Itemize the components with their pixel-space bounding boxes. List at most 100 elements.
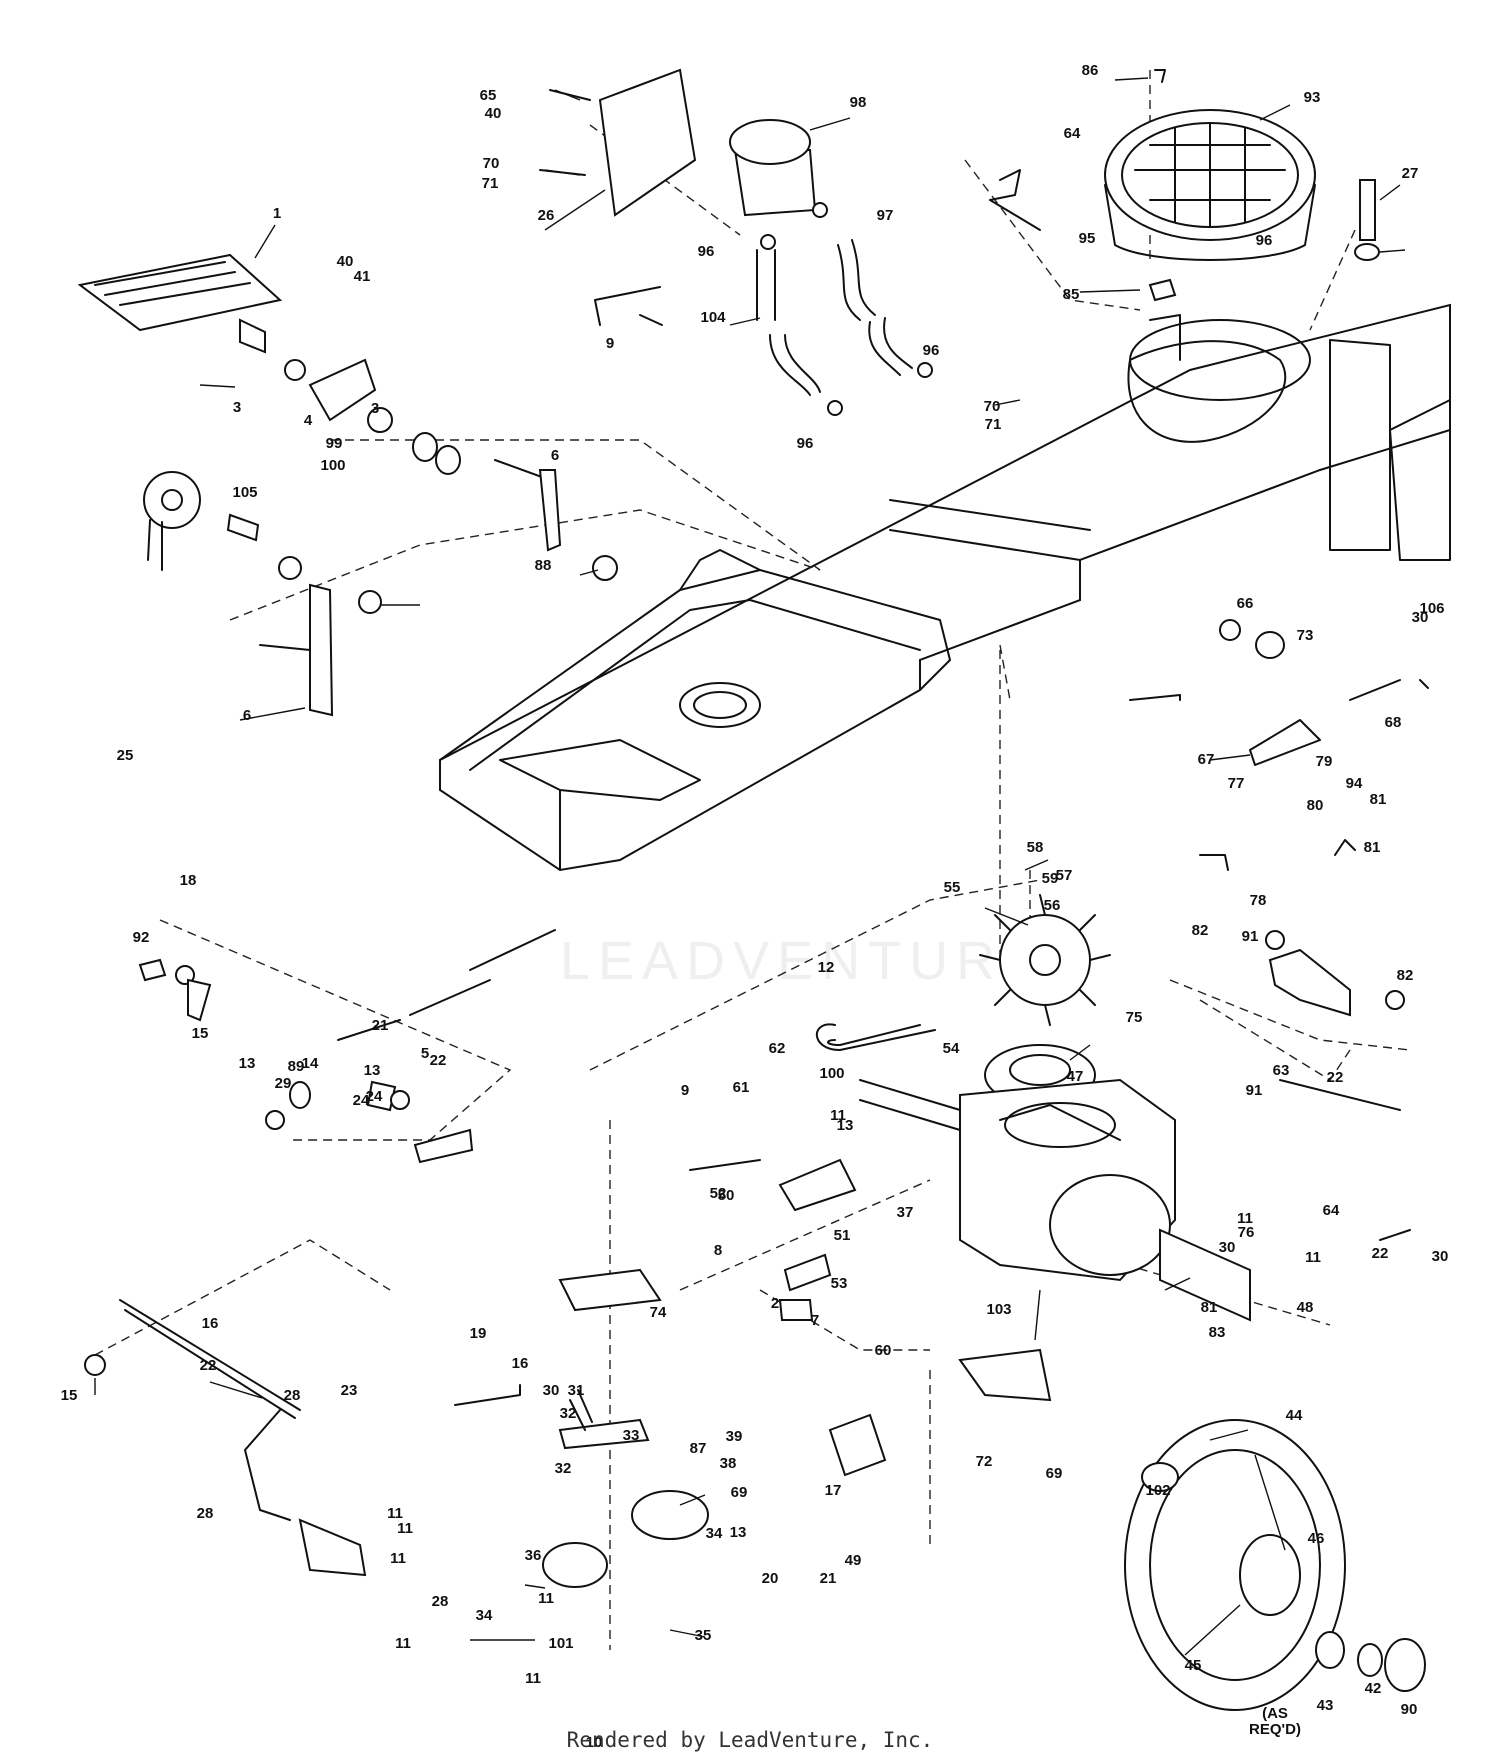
part-callout-18: 18: [180, 872, 197, 889]
part-callout-63: 63: [1273, 1062, 1290, 1079]
part-callout-24: 24: [366, 1088, 383, 1105]
part-callout-61: 61: [733, 1079, 750, 1096]
part-callout-44: 44: [1286, 1407, 1303, 1424]
part-callout-40: 40: [337, 253, 354, 270]
part-callout-59: 59: [1042, 870, 1059, 887]
part-callout-11: 11: [830, 1107, 846, 1124]
part-callout-83: 83: [1209, 1324, 1226, 1341]
part-callout-41: 41: [354, 268, 371, 285]
part-callout-11: 11: [397, 1520, 413, 1537]
part-callout-23: 23: [341, 1382, 358, 1399]
part-callout-79: 79: [1316, 753, 1333, 770]
part-callout-65: 65: [480, 87, 497, 104]
part-callout-28: 28: [197, 1505, 214, 1522]
part-callout-6: 6: [243, 707, 251, 724]
switch-106: [143, 471, 302, 580]
part-callout-26: 26: [538, 207, 555, 224]
part-callout-102: 102: [1145, 1482, 1170, 1499]
assembly-lines: [94, 70, 1411, 1650]
part-callout-92: 92: [133, 929, 150, 946]
part-callout-96: 96: [923, 342, 940, 359]
part-callout-100: 100: [320, 457, 345, 474]
control-arms: [689, 1158, 1052, 1477]
part-callout-4: 4: [304, 412, 313, 429]
lift-linkage-left: [138, 929, 556, 1164]
footer-credit: Rendered by LeadVenture, Inc.: [566, 1728, 934, 1752]
washers-98-99: [412, 432, 461, 475]
part-callout-31: 31: [568, 1382, 585, 1399]
part-callout-82: 82: [1192, 922, 1209, 939]
part-callout-74: 74: [650, 1304, 667, 1321]
part-callout-90: 90: [1401, 1701, 1418, 1718]
lever-6-upper: [494, 459, 618, 581]
part-callout-55: 55: [944, 879, 961, 896]
part-callout-11: 11: [387, 1505, 403, 1522]
part-callout-11: 11: [1237, 1210, 1253, 1227]
part-callout-22: 22: [1372, 1245, 1389, 1262]
part-callout-42: 42: [1365, 1680, 1382, 1697]
part-callout-69: 69: [1046, 1465, 1063, 1482]
part-callout-28: 28: [284, 1387, 301, 1404]
part-callout-47: 47: [1067, 1068, 1084, 1085]
part-callout-10: 10: [586, 1734, 603, 1751]
part-callout-15: 15: [61, 1387, 78, 1404]
part-callout-24: 24: [353, 1092, 370, 1109]
part-callout-85: 85: [1063, 286, 1080, 303]
part-callout-13: 13: [364, 1062, 381, 1079]
part-callout-35: 35: [695, 1627, 712, 1644]
part-callout-13: 13: [239, 1055, 256, 1072]
part-callout-88: 88: [535, 557, 552, 574]
part-callout-70: 70: [483, 155, 500, 172]
part-callout-36: 36: [525, 1547, 542, 1564]
part-callout-64: 64: [1323, 1202, 1340, 1219]
part-callout-58: 58: [1027, 839, 1044, 856]
part-callout-13: 13: [837, 1117, 854, 1134]
pivot-bracket-4: [284, 358, 393, 433]
part-callout-38: 38: [720, 1455, 737, 1472]
part-callout-75: 75: [1126, 1009, 1143, 1026]
part-callout-22: 22: [430, 1052, 447, 1069]
part-callout-76: 76: [1238, 1224, 1255, 1241]
part-callout-73: 73: [1297, 627, 1314, 644]
part-callout-89: 89: [288, 1058, 305, 1075]
part-callout-91: 91: [1242, 928, 1259, 945]
part-callout-69: 69: [731, 1484, 748, 1501]
part-callout-66: 66: [1237, 595, 1254, 612]
part-callout-45: 45: [1185, 1657, 1202, 1674]
part-callout-100: 100: [819, 1065, 844, 1082]
part-callout-82: 82: [1397, 967, 1414, 984]
part-callout-30: 30: [1219, 1239, 1236, 1256]
part-callout-51: 51: [834, 1227, 851, 1244]
part-callout-57: 57: [1056, 867, 1073, 884]
part-callout-30: 30: [1412, 609, 1429, 626]
part-callout-67: 67: [1198, 751, 1215, 768]
part-callout-91: 91: [1246, 1082, 1263, 1099]
part-callout-98: 98: [850, 94, 867, 111]
part-callout-30: 30: [543, 1382, 560, 1399]
reservoir-97: [729, 119, 817, 217]
part-callout-9: 9: [606, 335, 614, 352]
part-callout-34: 34: [476, 1607, 493, 1624]
part-callout-7: 7: [811, 1312, 819, 1329]
wheel-44: [1124, 1419, 1426, 1711]
part-callout-80: 80: [1307, 797, 1324, 814]
part-callout-17: 17: [825, 1482, 842, 1499]
part-callout-95: 95: [1079, 230, 1096, 247]
part-callout-11: 11: [1305, 1249, 1321, 1266]
part-callout-99: 99: [326, 435, 343, 452]
bolt-26: [1354, 179, 1380, 261]
part-callout-104: 104: [700, 309, 726, 326]
part-callout-70: 70: [984, 398, 1001, 415]
part-callout-21: 21: [372, 1017, 389, 1034]
part-callout-53: 53: [831, 1275, 848, 1292]
part-callout-33: 33: [623, 1427, 640, 1444]
part-callout-28: 28: [432, 1593, 449, 1610]
watermark-text: LEADVENTURE: [560, 931, 1048, 991]
part-callout-43: 43: [1317, 1697, 1334, 1714]
leader-lines: [94, 77, 1406, 1656]
part-callout-25: 25: [117, 747, 134, 764]
part-callout-96: 96: [797, 435, 814, 452]
part-callout-22: 22: [1327, 1069, 1344, 1086]
